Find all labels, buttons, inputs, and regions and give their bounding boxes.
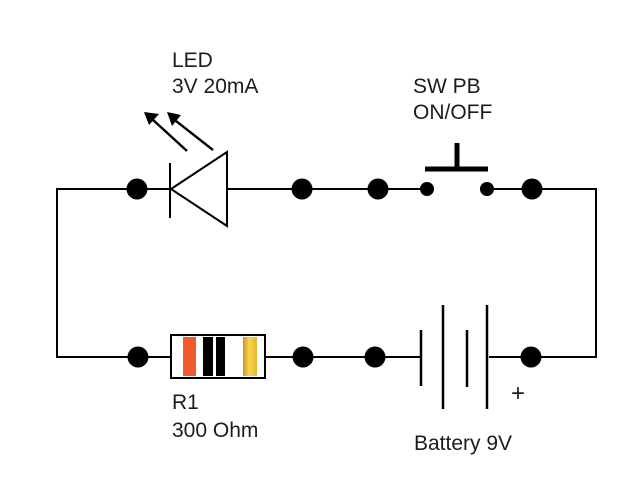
junction-dot [367, 178, 389, 200]
junction-dot [126, 178, 148, 200]
junction-dot [521, 178, 543, 200]
junction-dot [291, 178, 313, 200]
junction-dots [126, 178, 543, 368]
battery-symbol: + Battery 9V [414, 305, 525, 455]
led-label: LED [172, 49, 213, 72]
resistor-band-black [216, 337, 225, 376]
junction-dot [127, 346, 149, 368]
led-light-arrow [144, 112, 188, 152]
resistor-band-gold [243, 337, 257, 376]
switch-spec-label: ON/OFF [413, 101, 492, 124]
wires [56, 188, 597, 358]
wire-right-loop [484, 188, 597, 358]
junction-dot [292, 346, 314, 368]
resistor-band-black [203, 337, 213, 376]
junction-dot [520, 346, 542, 368]
led-spec-label: 3V 20mA [172, 75, 258, 98]
resistor-symbol: R1 300 Ohm [170, 334, 266, 442]
battery-label: Battery 9V [414, 432, 512, 455]
switch-symbol: SW PB ON/OFF [413, 75, 494, 196]
resistor-band-orange [183, 337, 196, 376]
switch-contact-dot [480, 182, 494, 196]
led-anode-triangle [169, 150, 228, 228]
switch-contact-dot [420, 182, 434, 196]
resistor-spec-label: 300 Ohm [172, 419, 258, 442]
resistor-label: R1 [172, 391, 199, 414]
led-light-arrow [167, 112, 214, 151]
led-symbol: LED 3V 20mA [144, 49, 258, 228]
wire-left-loop [56, 188, 172, 358]
junction-dot [364, 346, 386, 368]
switch-label: SW PB [413, 75, 481, 98]
battery-plus-sign: + [511, 380, 525, 407]
